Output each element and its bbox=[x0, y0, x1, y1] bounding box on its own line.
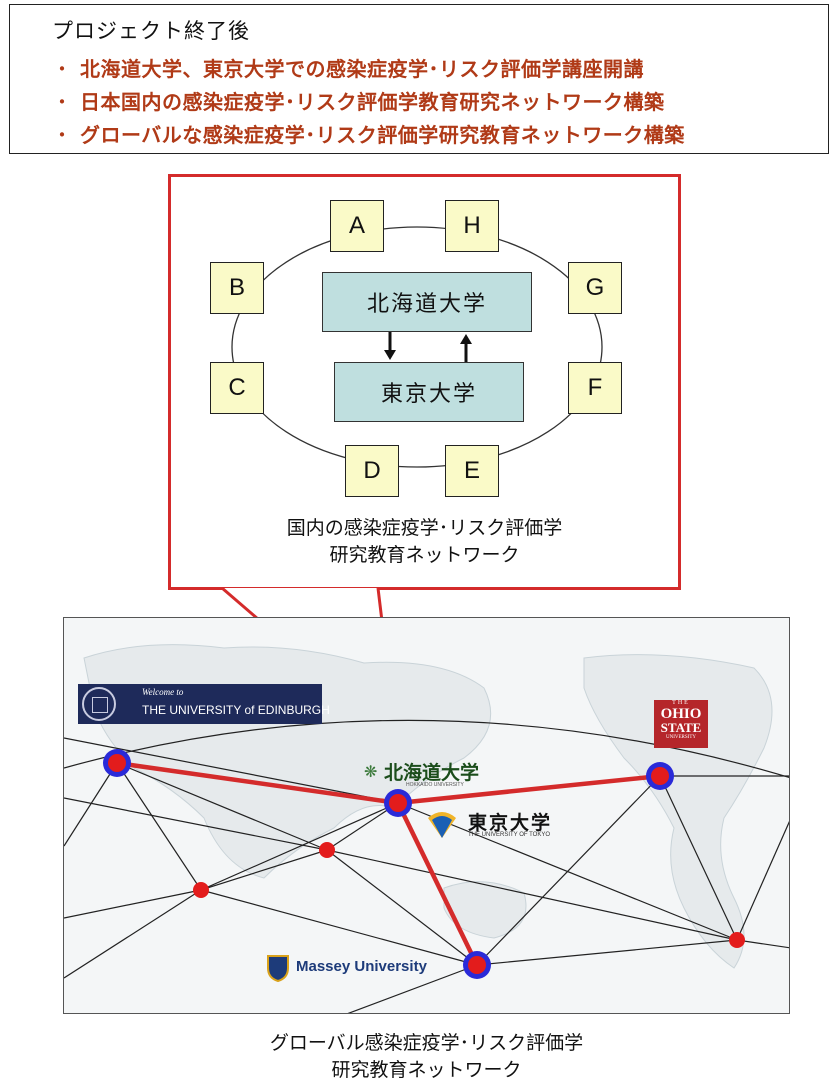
summary-title: プロジェクト終了後 bbox=[52, 19, 250, 43]
ohio-state-logo: THE OHIO STATE UNIVERSITY bbox=[654, 700, 708, 748]
tokyo-ginkgo-icon bbox=[428, 812, 456, 838]
arrow-up-head-icon bbox=[460, 334, 472, 344]
global-caption: グローバル感染症疫学･リスク評価学 研究教育ネットワーク bbox=[269, 1032, 584, 1081]
hokkaido-emblem-icon: ❋ bbox=[364, 762, 378, 781]
bullet-dot-icon: ・ bbox=[52, 123, 73, 147]
network-node-g: G bbox=[568, 262, 622, 314]
domestic-caption: 国内の感染症疫学･リスク評価学 研究教育ネットワーク bbox=[286, 517, 563, 566]
network-node-small bbox=[319, 842, 335, 858]
bullet-dot-icon: ・ bbox=[52, 90, 73, 114]
network-node-b: B bbox=[210, 262, 264, 314]
arrow-down-head-icon bbox=[384, 350, 396, 360]
hub-hokkaido bbox=[384, 789, 412, 817]
network-node-a: A bbox=[330, 200, 384, 252]
massey-crest-icon bbox=[267, 955, 289, 982]
network-node-c: C bbox=[210, 362, 264, 414]
tokyo-university-box: 東京大学 bbox=[334, 362, 524, 422]
hub-ohio bbox=[646, 762, 674, 790]
network-node-d: D bbox=[345, 445, 399, 497]
network-node-h: H bbox=[445, 200, 499, 252]
world-map: Welcome to THE UNIVERSITY of EDINBURGH T… bbox=[63, 617, 790, 1014]
hub-massey bbox=[463, 951, 491, 979]
primary-links bbox=[116, 760, 661, 966]
network-lines bbox=[64, 737, 789, 1013]
summary-bullet: ・グローバルな感染症疫学･リスク評価学研究教育ネットワーク構築 bbox=[52, 119, 685, 148]
network-node-e: E bbox=[445, 445, 499, 497]
edinburgh-logo: Welcome to THE UNIVERSITY of EDINBURGH bbox=[78, 684, 330, 724]
bullet-dot-icon: ・ bbox=[52, 57, 73, 81]
summary-bullet: ・北海道大学、東京大学での感染症疫学･リスク評価学講座開講 bbox=[52, 53, 644, 82]
route-arc bbox=[64, 719, 789, 779]
oceania-landmass bbox=[443, 881, 527, 939]
hokkaido-university-box: 北海道大学 bbox=[322, 272, 532, 332]
network-node-f: F bbox=[568, 362, 622, 414]
americas-landmass bbox=[583, 654, 773, 969]
hub-edinburgh bbox=[103, 749, 131, 777]
edinburgh-crest-icon bbox=[82, 687, 116, 721]
network-node-small bbox=[729, 932, 745, 948]
summary-box bbox=[9, 4, 829, 154]
summary-bullet: ・日本国内の感染症疫学･リスク評価学教育研究ネットワーク構築 bbox=[52, 86, 665, 115]
network-node-small bbox=[193, 882, 209, 898]
